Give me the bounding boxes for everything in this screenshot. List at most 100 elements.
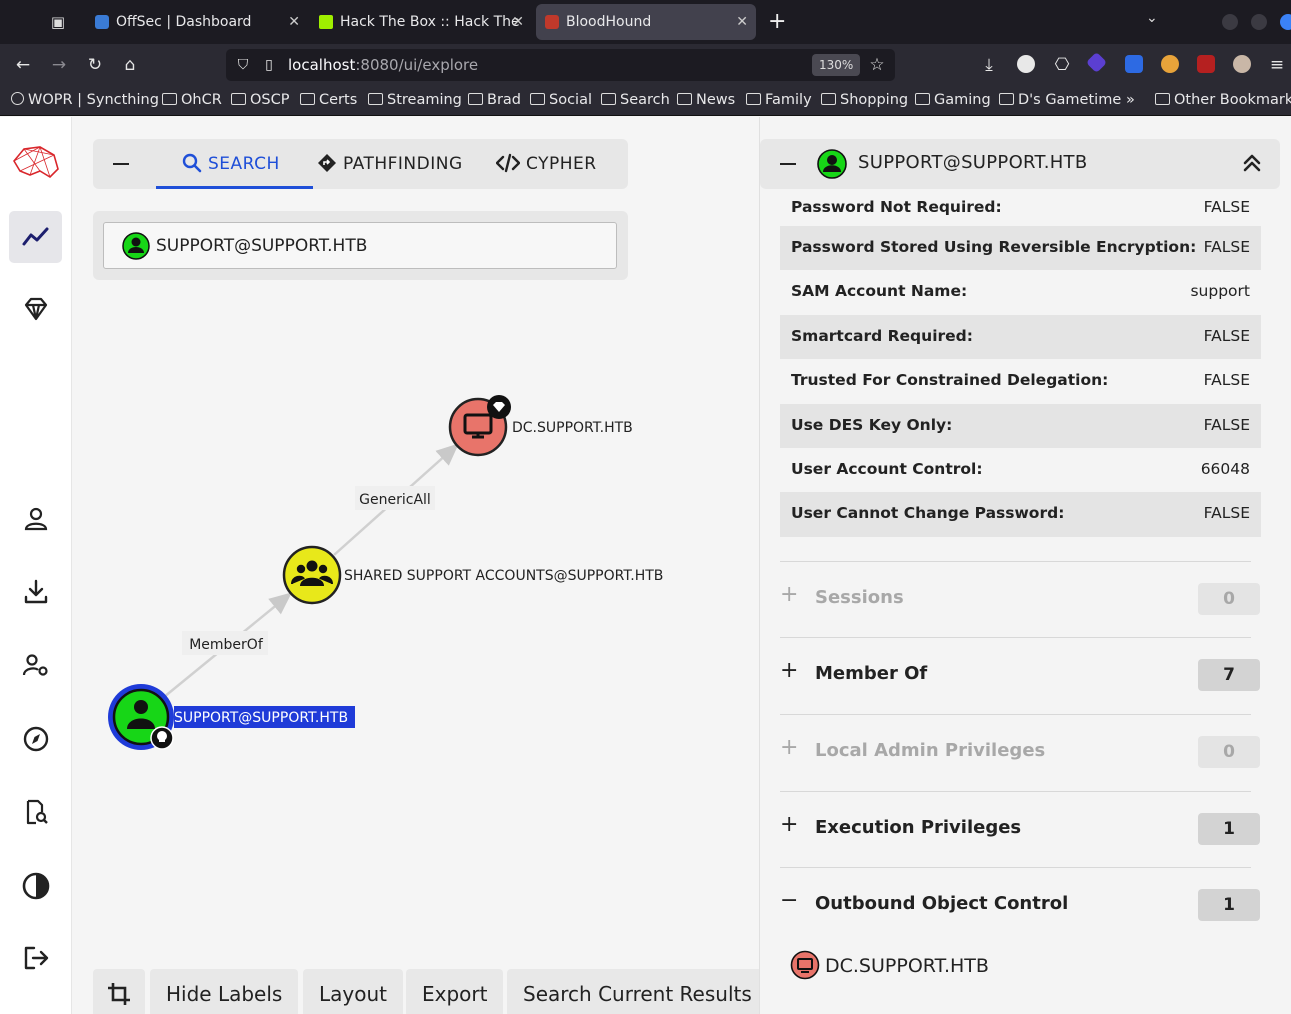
extension-cookie-icon[interactable] <box>1161 55 1179 73</box>
page-info-icon[interactable]: ▯ <box>265 57 273 73</box>
expand-plus-icon[interactable]: + <box>780 582 799 607</box>
forward-arrow-icon[interactable]: → <box>51 55 67 75</box>
shield-icon[interactable]: ⛉ <box>237 57 249 73</box>
close-tab-icon[interactable]: ✕ <box>736 14 748 30</box>
bookmark-item[interactable]: News <box>677 92 735 108</box>
logout-nav-button[interactable] <box>9 932 62 984</box>
compass-icon <box>23 726 49 752</box>
extension-diamond-icon[interactable] <box>1085 51 1108 74</box>
home-icon[interactable]: ⌂ <box>124 55 136 75</box>
download-icon <box>24 579 48 604</box>
group-management-nav-button[interactable] <box>9 283 62 335</box>
tab-pathfinding[interactable]: PATHFINDING <box>317 139 463 189</box>
user-node-icon <box>817 149 847 179</box>
bookmark-item[interactable]: Shopping <box>821 92 908 108</box>
close-tab-icon[interactable]: ✕ <box>512 14 524 30</box>
count-badge: 0 <box>1198 736 1260 768</box>
extensions-icon[interactable]: ⎔ <box>1054 55 1070 75</box>
section-member-of[interactable]: + Member Of 7 <box>780 637 1260 713</box>
group-icon <box>306 560 318 572</box>
bookmark-item[interactable]: Other Bookmarks <box>1155 92 1291 108</box>
browser-tab-bloodhound[interactable]: BloodHound ✕ <box>536 4 756 40</box>
api-explorer-nav-button[interactable] <box>9 713 62 765</box>
node-search-input[interactable]: SUPPORT@SUPPORT.HTB <box>103 222 617 269</box>
bookmark-item[interactable]: Streaming <box>368 92 462 108</box>
search-current-results-button[interactable]: Search Current Results <box>507 969 768 1014</box>
downloads-icon[interactable]: ⤓ <box>985 55 993 75</box>
node-shared-support-accounts[interactable]: SHARED SUPPORT ACCOUNTS@SUPPORT.HTB <box>282 545 663 605</box>
collapse-minus-icon[interactable]: − <box>780 888 799 913</box>
edge-label-memberof: MemberOf <box>189 637 264 653</box>
node-dc-support-htb[interactable]: DC.SUPPORT.HTB <box>448 395 633 457</box>
bookmark-item[interactable]: D's Gametime <box>999 92 1121 108</box>
bloodhound-favicon-icon <box>545 15 559 29</box>
route-diamond-icon <box>318 154 336 172</box>
node-label-dc: DC.SUPPORT.HTB <box>512 420 633 436</box>
count-badge: 1 <box>1198 889 1260 921</box>
bitwarden-extension-icon[interactable] <box>1017 55 1035 73</box>
reload-icon[interactable]: ↻ <box>87 55 103 75</box>
browser-tab-htb[interactable]: Hack The Box :: Hack The ✕ <box>310 4 532 40</box>
property-row: Smartcard Required: FALSE <box>780 314 1261 360</box>
ublock-icon[interactable] <box>1197 55 1215 73</box>
bookmark-item[interactable]: Family <box>746 92 812 108</box>
explore-nav-button[interactable] <box>9 211 62 263</box>
zoom-level-badge[interactable]: 130% <box>812 54 861 76</box>
bookmark-item[interactable]: Social <box>530 92 592 108</box>
extension-magnet-icon[interactable] <box>1125 55 1143 73</box>
crop-button[interactable] <box>93 969 145 1014</box>
bookmark-item[interactable]: Search <box>601 92 670 108</box>
dark-mode-toggle-button[interactable] <box>9 859 62 911</box>
administration-nav-button[interactable] <box>9 640 62 692</box>
section-outbound-object-control[interactable]: − Outbound Object Control 1 <box>780 867 1260 1007</box>
bookmark-item[interactable]: Gaming <box>915 92 991 108</box>
expand-plus-icon[interactable]: + <box>780 812 799 837</box>
more-bookmarks-chevron-icon[interactable]: » <box>1126 92 1135 108</box>
bookmark-item[interactable]: Brad <box>468 92 521 108</box>
menu-hamburger-icon[interactable]: ≡ <box>1269 55 1285 75</box>
section-local-admin-privileges[interactable]: + Local Admin Privileges 0 <box>780 714 1260 790</box>
profile-nav-button[interactable] <box>9 493 62 545</box>
expand-plus-icon[interactable]: + <box>780 735 799 760</box>
graph-canvas[interactable]: MemberOf GenericAll DC.SUPPORT.HTB <box>72 117 759 1014</box>
hide-labels-button[interactable]: Hide Labels <box>150 969 299 1014</box>
tab-cypher[interactable]: CYPHER <box>495 139 597 189</box>
maximize-window-button[interactable] <box>1251 14 1267 30</box>
tab-search[interactable]: SEARCH <box>156 139 313 189</box>
tab-list-icon[interactable]: ▣ <box>50 13 66 31</box>
bookmark-item[interactable]: OSCP <box>231 92 290 108</box>
bookmark-item[interactable]: Certs <box>300 92 357 108</box>
minimize-window-button[interactable] <box>1222 14 1238 30</box>
entity-panel-header: SUPPORT@SUPPORT.HTB <box>760 139 1280 189</box>
left-sidebar <box>0 117 72 1014</box>
chevron-down-icon[interactable]: ⌄ <box>1146 10 1158 26</box>
double-chevron-up-icon[interactable] <box>1242 152 1262 174</box>
collapse-panel-minus-icon[interactable] <box>780 163 796 165</box>
browser-tab-offsec[interactable]: OffSec | Dashboard ✕ <box>86 4 308 40</box>
expand-plus-icon[interactable]: + <box>780 658 799 683</box>
bookmark-star-icon[interactable]: ☆ <box>869 55 885 75</box>
close-tab-icon[interactable]: ✕ <box>288 14 300 30</box>
entity-info-panel: SUPPORT@SUPPORT.HTB Password Not Require… <box>759 117 1291 1014</box>
property-row: User Cannot Change Password: FALSE <box>780 492 1261 537</box>
bookmark-item[interactable]: WOPR | Syncthing <box>11 92 159 108</box>
outbound-object-item[interactable]: DC.SUPPORT.HTB <box>790 950 989 984</box>
contrast-icon <box>22 872 50 900</box>
collapse-search-minus-icon[interactable] <box>113 163 129 165</box>
new-tab-icon[interactable]: + <box>768 9 787 34</box>
extension-avatar-icon[interactable] <box>1233 55 1251 73</box>
bookmark-item[interactable]: OhCR <box>162 92 222 108</box>
layout-button[interactable]: Layout <box>303 969 403 1014</box>
url-bar[interactable]: ⛉ ▯ localhost:8080/ui/explore 130% ☆ <box>226 49 895 81</box>
download-collectors-nav-button[interactable] <box>9 566 62 618</box>
section-sessions[interactable]: + Sessions 0 <box>780 561 1260 637</box>
close-window-button[interactable] <box>1280 14 1291 30</box>
documentation-nav-button[interactable] <box>9 786 62 838</box>
export-button[interactable]: Export <box>406 969 504 1014</box>
search-icon <box>182 153 202 173</box>
url-text[interactable]: localhost:8080/ui/explore <box>288 56 479 74</box>
section-execution-privileges[interactable]: + Execution Privileges 1 <box>780 791 1260 867</box>
back-arrow-icon[interactable]: ← <box>15 55 31 75</box>
node-support-user[interactable]: SUPPORT@SUPPORT.HTB <box>108 684 355 750</box>
property-row: Password Stored Using Reversible Encrypt… <box>780 226 1261 271</box>
